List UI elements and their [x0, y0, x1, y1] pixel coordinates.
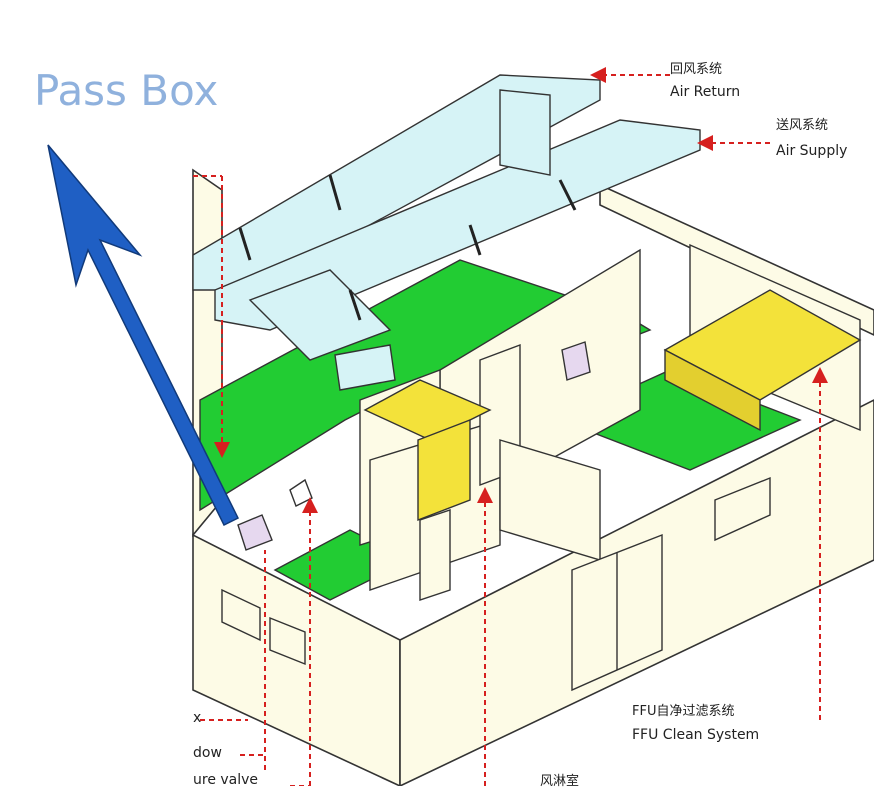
pointer-arrow [47, 144, 240, 527]
doors-windows [221, 476, 771, 692]
air-return-cn-label: 回风系统 [670, 62, 723, 77]
yellow-zones [363, 289, 862, 522]
left-label-1: x [193, 710, 202, 726]
overlay-title: Pass Box [34, 66, 219, 115]
left-label-2: dow [193, 745, 222, 761]
left-label-3: ure valve [193, 772, 259, 788]
air-shower-cn-label: 风淋室 [540, 774, 580, 789]
duct-straps [238, 174, 577, 321]
air-return-label: Air Return [670, 84, 741, 100]
air-ducts [192, 74, 701, 391]
ffu-label: FFU Clean System [632, 727, 760, 743]
air-supply-cn-label: 送风系统 [776, 118, 829, 133]
pass-boxes [237, 341, 591, 551]
air-supply-label: Air Supply [776, 143, 848, 159]
ffu-cn-label: FFU自净过滤系统 [632, 704, 735, 719]
